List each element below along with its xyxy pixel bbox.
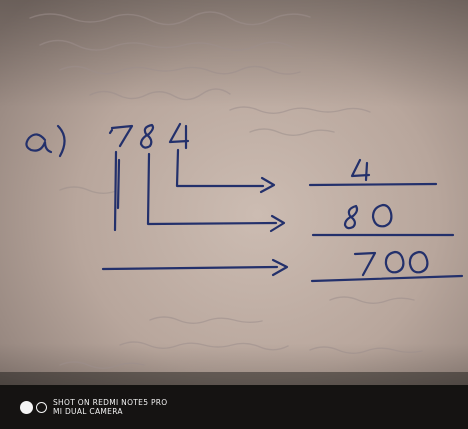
ring-circle-icon — [36, 401, 47, 413]
camera-watermark: SHOT ON REDMI NOTE5 PRO MI DUAL CAMERA — [20, 398, 168, 416]
watermark-line-1: SHOT ON REDMI NOTE5 PRO — [53, 398, 168, 407]
question-label-a — [25, 124, 66, 158]
place-value-hundreds — [101, 150, 464, 283]
bottom-shadow — [0, 385, 468, 429]
dual-camera-icon — [20, 400, 47, 414]
number-784 — [108, 122, 190, 150]
filled-circle-icon — [20, 400, 33, 414]
bleed-through-writing — [29, 11, 423, 369]
place-value-tens — [146, 152, 455, 237]
watermark-line-2: MI DUAL CAMERA — [53, 407, 123, 416]
place-value-ones — [175, 148, 438, 194]
handwritten-ink — [25, 122, 464, 283]
